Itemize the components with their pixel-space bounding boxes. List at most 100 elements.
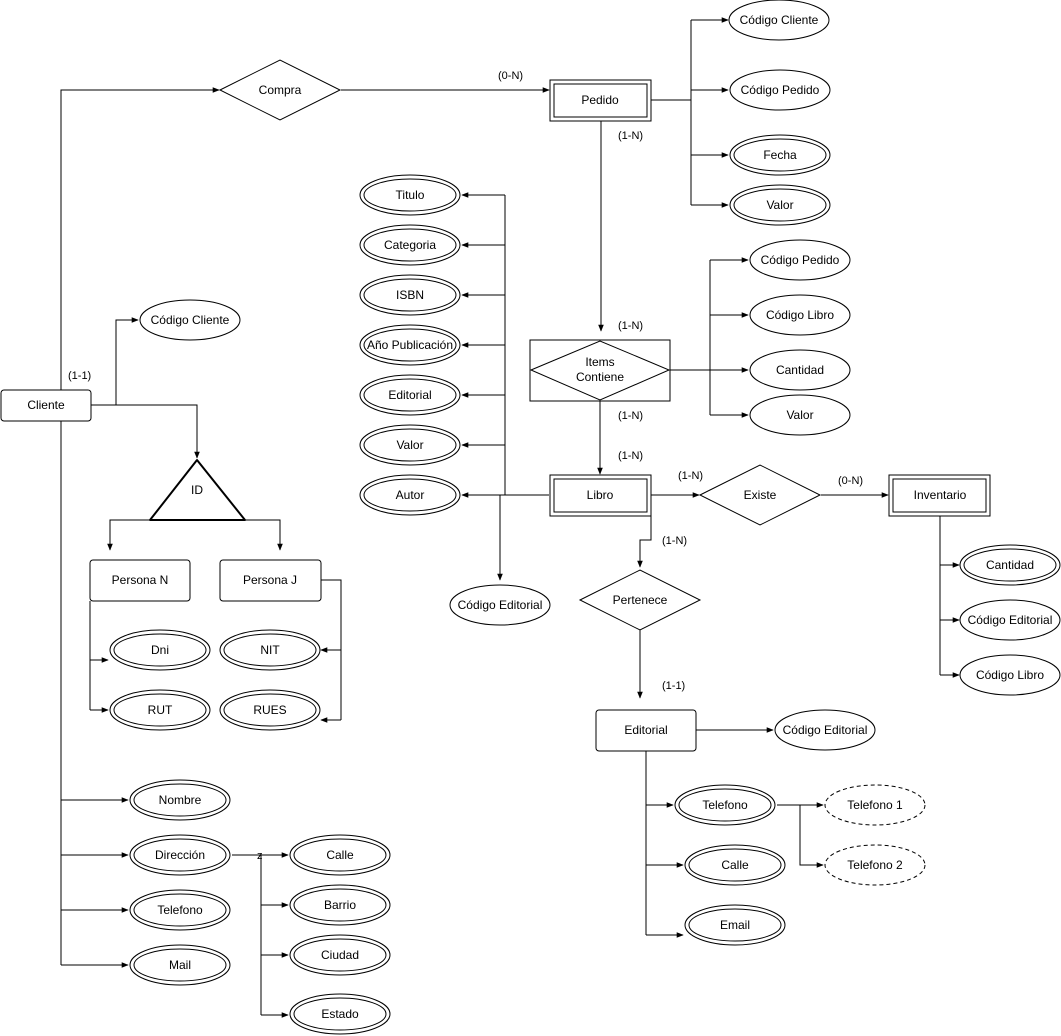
svg-text:Telefono: Telefono: [702, 798, 748, 812]
libro-card-existe: (1-N): [678, 470, 703, 482]
cliente-telefono[interactable]: Telefono: [129, 889, 231, 931]
svg-text:Dni: Dni: [151, 643, 169, 657]
persona-j-entity[interactable]: Persona J: [219, 559, 322, 602]
editorial-telefono[interactable]: Telefono: [674, 784, 776, 826]
edges: [60, 17, 960, 1018]
pedido-entity[interactable]: Pedido: [549, 79, 652, 122]
svg-text:Telefono 2: Telefono 2: [847, 858, 903, 872]
persona-j-rues[interactable]: RUES: [219, 689, 321, 731]
cliente-entity[interactable]: Cliente: [0, 389, 92, 422]
pertenece-cardinality: (1-1): [662, 680, 685, 692]
compra-cardinality: (0-N): [498, 70, 523, 82]
existe-cardinality: (0-N): [838, 475, 863, 487]
pedido-fecha[interactable]: Fecha: [729, 134, 831, 176]
svg-text:Autor: Autor: [396, 488, 425, 502]
persona-j-nit[interactable]: NIT: [219, 629, 321, 671]
svg-text:Existe: Existe: [744, 488, 777, 502]
svg-text:Pedido: Pedido: [581, 93, 619, 107]
inventario-entity[interactable]: Inventario: [888, 474, 991, 517]
svg-text:RUT: RUT: [148, 703, 173, 717]
libro-anio-publicacion[interactable]: Año Publicación: [359, 324, 461, 366]
cliente-codigo-cliente[interactable]: Código Cliente: [139, 299, 241, 341]
pertenece-relationship[interactable]: Pertenece: [578, 569, 702, 631]
svg-text:Nombre: Nombre: [159, 793, 202, 807]
svg-text:Ciudad: Ciudad: [321, 948, 359, 962]
editorial-entity[interactable]: Editorial: [595, 709, 697, 752]
libro-codigo-editorial[interactable]: Código Editorial: [449, 584, 551, 626]
svg-text:Fecha: Fecha: [763, 148, 797, 162]
cliente-mail[interactable]: Mail: [129, 944, 231, 986]
cliente-nombre[interactable]: Nombre: [129, 779, 231, 821]
svg-text:Valor: Valor: [396, 438, 423, 452]
libro-editorial[interactable]: Editorial: [359, 374, 461, 416]
cliente-cardinality: (1-1): [68, 370, 91, 382]
libro-autor[interactable]: Autor: [359, 474, 461, 516]
items-codigo-libro[interactable]: Código Libro: [749, 294, 851, 336]
pedido-codigo-cliente[interactable]: Código Cliente: [728, 0, 830, 41]
svg-text:ID: ID: [191, 483, 203, 497]
libro-entity[interactable]: Libro: [549, 474, 652, 517]
direccion-calle[interactable]: Calle: [289, 834, 391, 876]
direccion-barrio[interactable]: Barrio: [289, 884, 391, 926]
existe-relationship[interactable]: Existe: [698, 464, 822, 526]
svg-text:Email: Email: [720, 918, 750, 932]
svg-text:Barrio: Barrio: [324, 898, 356, 912]
pedido-codigo-pedido[interactable]: Código Pedido: [729, 69, 831, 111]
svg-text:Editorial: Editorial: [624, 723, 667, 737]
svg-text:Estado: Estado: [321, 1007, 359, 1021]
svg-text:Calle: Calle: [721, 858, 749, 872]
direccion-estado[interactable]: Estado: [289, 993, 391, 1035]
svg-text:Código Editorial: Código Editorial: [783, 723, 868, 737]
editorial-telefono-1[interactable]: Telefono 1: [824, 784, 926, 826]
svg-text:Dirección: Dirección: [155, 848, 205, 862]
items-contiene-relationship[interactable]: Items Contiene: [529, 339, 671, 402]
compra-relationship[interactable]: Compra: [218, 59, 342, 121]
persona-n-entity[interactable]: Persona N: [89, 559, 191, 602]
svg-text:Código Editorial: Código Editorial: [458, 598, 543, 612]
svg-text:Contiene: Contiene: [576, 370, 624, 384]
svg-text:Código Cliente: Código Cliente: [151, 313, 230, 327]
direccion-ciudad[interactable]: Ciudad: [289, 934, 391, 976]
persona-n-dni[interactable]: Dni: [109, 629, 211, 671]
inventario-codigo-libro[interactable]: Código Libro: [959, 654, 1061, 696]
svg-text:Telefono 1: Telefono 1: [847, 798, 903, 812]
persona-n-rut[interactable]: RUT: [109, 689, 211, 731]
inventario-codigo-editorial[interactable]: Código Editorial: [959, 599, 1061, 641]
libro-categoria[interactable]: Categoria: [359, 224, 461, 266]
items-codigo-pedido[interactable]: Código Pedido: [749, 239, 851, 281]
items-valor[interactable]: Valor: [749, 394, 851, 436]
id-specialization[interactable]: ID: [149, 459, 246, 521]
svg-text:Código Pedido: Código Pedido: [761, 253, 840, 267]
svg-text:Pertenece: Pertenece: [613, 593, 668, 607]
svg-text:Código Cliente: Código Cliente: [740, 13, 819, 27]
svg-text:Editorial: Editorial: [388, 388, 431, 402]
inventario-cantidad[interactable]: Cantidad: [959, 544, 1061, 586]
editorial-codigo-editorial[interactable]: Código Editorial: [774, 709, 876, 751]
svg-text:ISBN: ISBN: [396, 288, 424, 302]
svg-text:Código Libro: Código Libro: [976, 668, 1044, 682]
svg-text:Valor: Valor: [786, 408, 813, 422]
libro-titulo[interactable]: Titulo: [359, 174, 461, 216]
svg-text:Cliente: Cliente: [27, 398, 65, 412]
items-cantidad[interactable]: Cantidad: [749, 349, 851, 391]
pedido-valor[interactable]: Valor: [729, 184, 831, 226]
svg-text:Código Libro: Código Libro: [766, 308, 834, 322]
editorial-calle[interactable]: Calle: [684, 844, 786, 886]
svg-text:Calle: Calle: [326, 848, 354, 862]
direccion-mark: z: [257, 850, 263, 862]
svg-text:Libro: Libro: [587, 488, 614, 502]
cliente-direccion[interactable]: Dirección: [129, 834, 231, 876]
libro-valor[interactable]: Valor: [359, 424, 461, 466]
editorial-telefono-2[interactable]: Telefono 2: [824, 844, 926, 886]
svg-text:Titulo: Titulo: [396, 188, 425, 202]
svg-text:Valor: Valor: [766, 198, 793, 212]
svg-text:Telefono: Telefono: [157, 903, 203, 917]
svg-text:Compra: Compra: [259, 83, 302, 97]
libro-isbn[interactable]: ISBN: [359, 274, 461, 316]
editorial-email[interactable]: Email: [684, 904, 786, 946]
libro-card-pertenece: (1-N): [662, 535, 687, 547]
svg-text:Código Editorial: Código Editorial: [968, 613, 1053, 627]
svg-text:Persona J: Persona J: [243, 573, 297, 587]
svg-text:NIT: NIT: [260, 643, 280, 657]
